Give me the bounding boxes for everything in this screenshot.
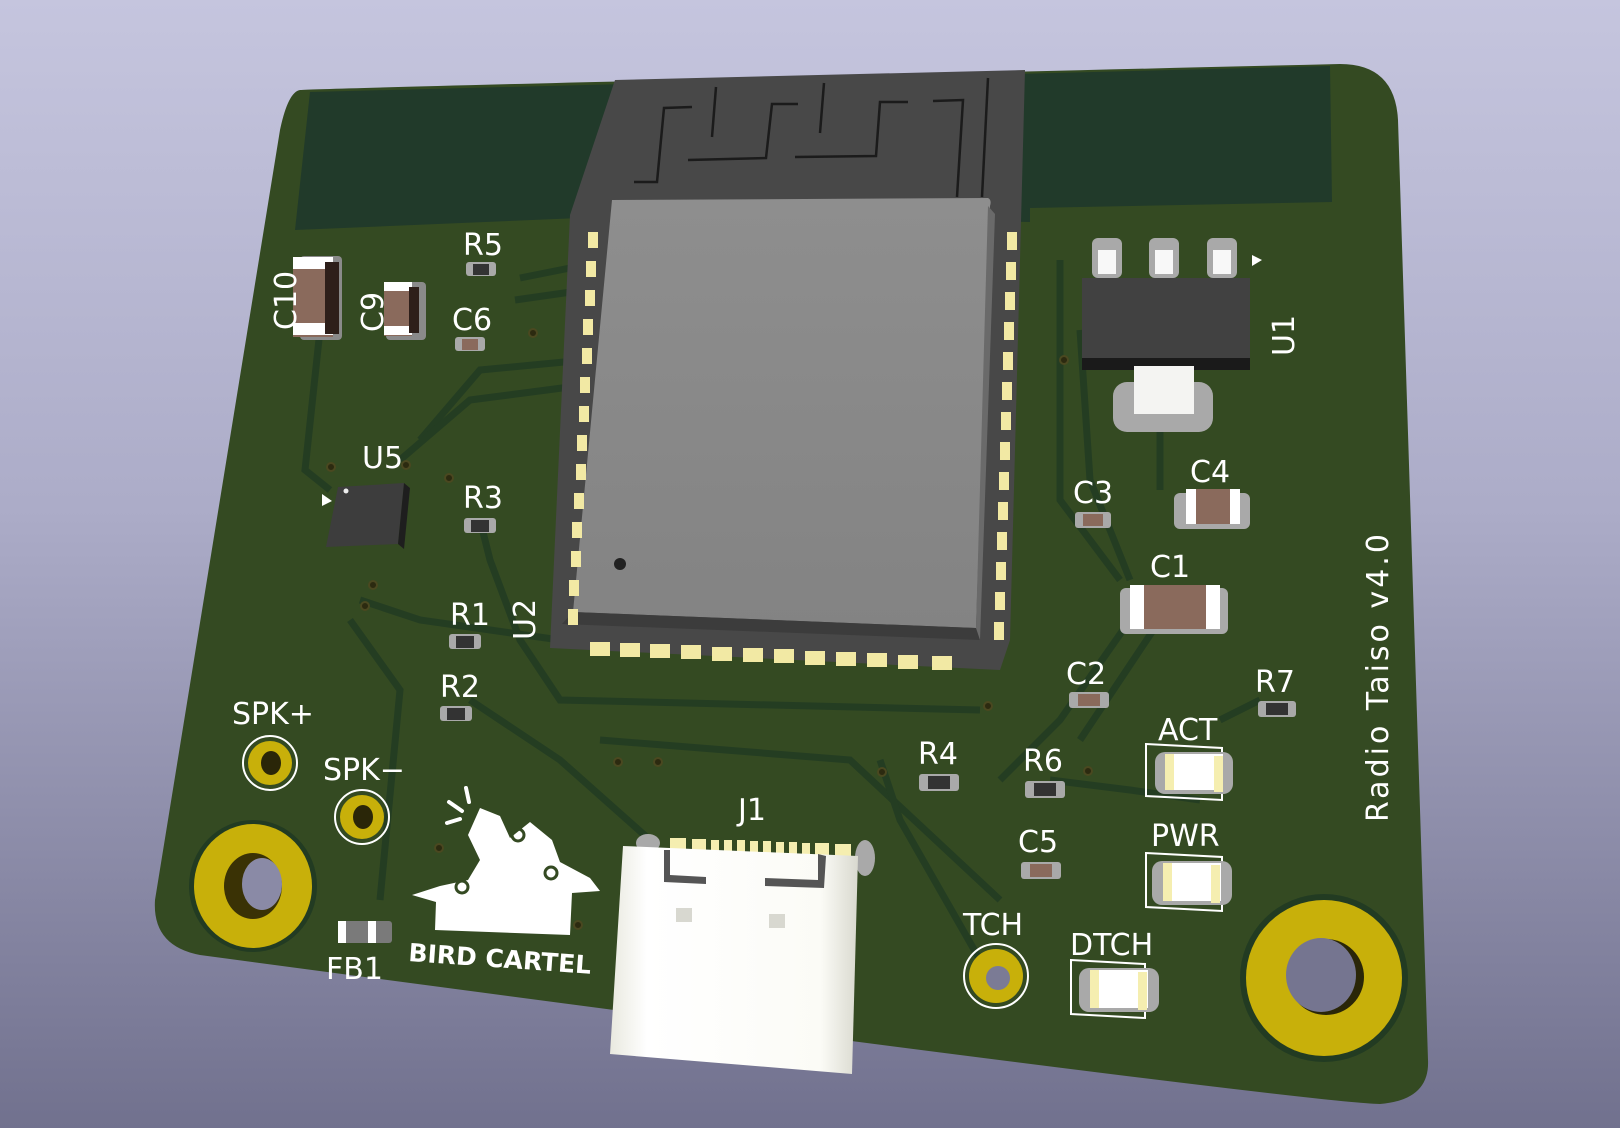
ferrite-bead-fb1[interactable]: FB1 [326,921,392,987]
resistor-r2[interactable]: R2 [440,670,480,721]
ref-label-u2: U2 [508,599,543,640]
board-title: Radio Taiso v4.0 [1361,531,1396,822]
ref-label-c4: C4 [1190,455,1230,490]
vias [326,328,1093,930]
capacitor-c2[interactable]: C2 [1066,657,1109,708]
regulator-u1[interactable]: U1 [1082,238,1302,432]
capacitor-c3[interactable]: C3 [1073,476,1113,528]
resistor-r4[interactable]: R4 [918,737,959,791]
mounting-hole-left [189,820,317,952]
ref-label-c2: C2 [1066,657,1106,692]
resistor-r6[interactable]: R6 [1023,744,1065,798]
ref-label-u5: U5 [362,441,403,476]
ref-label-c9: C9 [356,292,391,332]
ref-label-spk-pos: SPK+ [232,697,314,732]
resistor-r7[interactable]: R7 [1255,665,1296,717]
ref-label-r1: R1 [450,598,490,633]
module-left-pads [568,232,598,625]
ref-label-r4: R4 [918,737,958,772]
speaker-pad-negative[interactable]: SPK− [323,753,405,845]
passives: C10 C9 R5 C6 R3 R1 R2 [269,228,1296,987]
ref-label-r7: R7 [1255,665,1295,700]
ref-label-dtch: DTCH [1070,928,1153,963]
ref-label-fb1: FB1 [326,952,383,987]
ref-label-c1: C1 [1150,550,1190,585]
ref-label-r6: R6 [1023,744,1063,779]
usb-c-pins [670,838,851,856]
ref-label-r5: R5 [463,228,503,263]
ref-label-j1: J1 [736,793,766,828]
touch-pad-tch[interactable]: TCH [962,908,1029,1009]
module-right-pads [994,232,1017,640]
ref-label-r3: R3 [463,481,503,516]
ref-label-c5: C5 [1018,825,1058,860]
mounting-hole-right [1240,894,1408,1062]
pcb-antenna-pattern [634,77,990,198]
speaker-pad-positive[interactable]: SPK+ [232,697,314,791]
ref-label-u1: U1 [1267,315,1302,356]
led-dtch[interactable]: DTCH [1070,928,1159,1020]
ref-label-c6: C6 [452,303,492,338]
capacitor-c1[interactable]: C1 [1120,550,1228,634]
led-pwr[interactable]: PWR [1145,819,1232,913]
ref-label-spk-neg: SPK− [323,753,405,788]
ref-label-c3: C3 [1073,476,1113,511]
usb-c-connector-j1[interactable]: J1 [610,793,875,1074]
capacitor-c6[interactable]: C6 [452,303,492,351]
capacitor-c4[interactable]: C4 [1174,455,1250,529]
resistor-r1[interactable]: R1 [449,598,490,649]
ref-label-pwr: PWR [1151,819,1220,854]
pin1-marker-dot [614,558,626,570]
esp32-module-u2[interactable]: U2 [508,70,1025,670]
capacitor-c9[interactable]: C9 [356,282,426,340]
capacitor-c10[interactable]: C10 [269,256,342,340]
ic-u5[interactable]: U5 [322,441,410,549]
ref-label-tch: TCH [962,908,1023,943]
led-act[interactable]: ACT [1145,713,1233,802]
ref-label-r2: R2 [440,670,480,705]
ref-label-act: ACT [1158,713,1218,748]
module-bottom-pads [590,642,952,670]
ref-label-c10: C10 [269,271,304,330]
resistor-r3[interactable]: R3 [463,481,503,533]
capacitor-c5[interactable]: C5 [1018,825,1061,879]
resistor-r5[interactable]: R5 [463,228,503,276]
